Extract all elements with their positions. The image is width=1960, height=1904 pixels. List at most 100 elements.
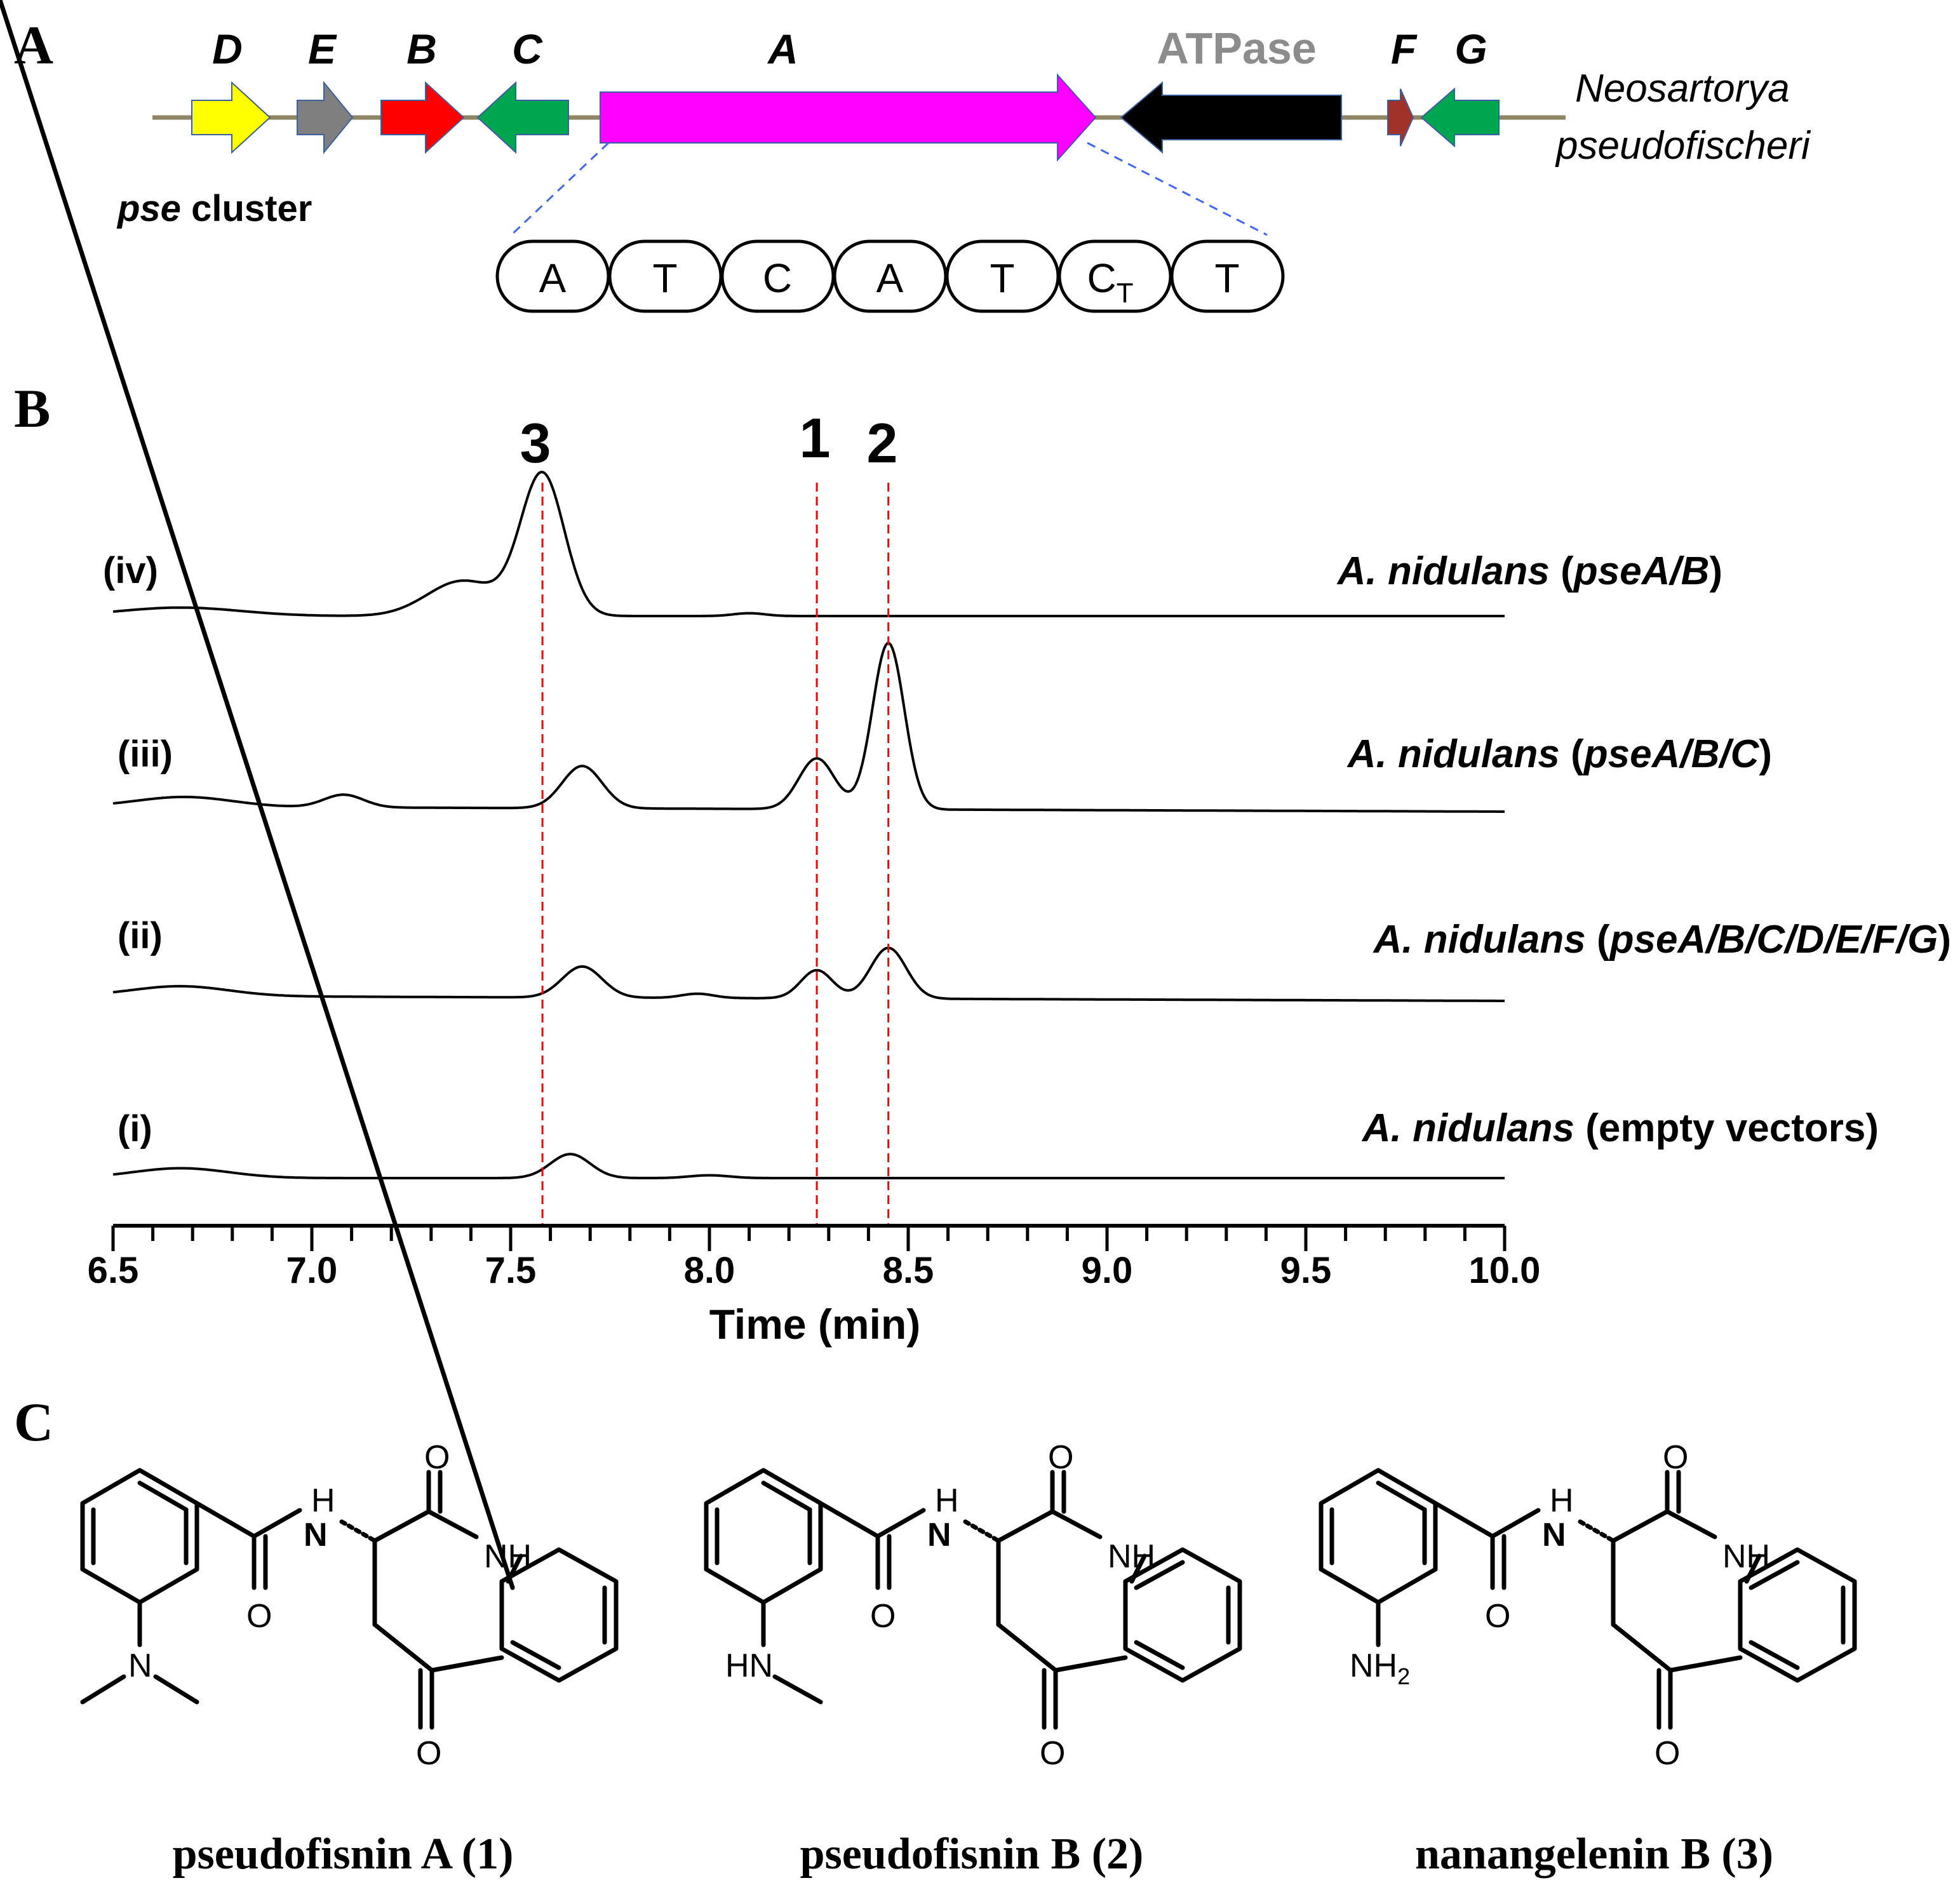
gene-g-arrow	[1420, 87, 1500, 148]
gene-label-c: C	[512, 25, 543, 72]
strain-close: )	[1759, 732, 1772, 776]
gene-e-arrow	[297, 81, 354, 154]
gene-label-g: G	[1454, 25, 1487, 72]
strain-open: (	[1560, 732, 1584, 776]
bond	[1053, 1655, 1128, 1673]
benzene-ring	[1319, 1468, 1438, 1605]
strain-open: (	[1550, 549, 1574, 593]
atom-oxygen: O	[870, 1598, 896, 1635]
bond	[1490, 1508, 1541, 1539]
atom-oxygen: O	[1663, 1439, 1688, 1476]
benzene-ring	[80, 1468, 199, 1605]
chromatogram-trace	[112, 641, 1505, 813]
domain-label: A	[876, 255, 904, 301]
atom-nh2: NH2	[1350, 1647, 1410, 1689]
structure-pseudofisnin-a-atoms: O H N NH O N O	[128, 1439, 532, 1772]
x-tick-label: 7.0	[286, 1250, 338, 1291]
atom-nh: NH	[1108, 1538, 1155, 1575]
bond	[372, 1622, 434, 1673]
atom-hydrogen: H	[935, 1482, 959, 1519]
domain-label: T	[1214, 255, 1239, 301]
atom-oxygen: O	[246, 1598, 272, 1635]
atom-nh2-main: NH	[1350, 1647, 1397, 1684]
chromatogram	[111, 471, 1507, 1251]
trace-label-i: (i)	[117, 1108, 152, 1150]
cluster-label: pse cluster	[116, 188, 312, 229]
strain-name: A. nidulans	[1361, 1106, 1574, 1150]
bond	[252, 1508, 302, 1539]
chromatogram-trace	[112, 1153, 1505, 1179]
methyl-bond	[153, 1674, 199, 1705]
structure-pseudofisnin-a	[0, 0, 619, 1730]
gene-b-arrow	[380, 81, 465, 154]
strain-open: (	[1586, 918, 1610, 962]
structure-nanangelenin-b-atoms: O H N NH O NH2 O	[1350, 1439, 1770, 1772]
x-axis-title: Time (min)	[709, 1301, 920, 1348]
zoom-guide-left	[510, 142, 610, 236]
atom-nitrogen: N	[128, 1647, 152, 1684]
structure-pseudofisnin-b-atoms: O H N NH O HN O	[725, 1439, 1155, 1772]
bond	[996, 1509, 1055, 1543]
cluster-label-italic: pse	[116, 188, 181, 229]
atom-nitrogen: N	[1542, 1517, 1566, 1553]
aromatic-bond	[1749, 1640, 1800, 1670]
strain-close: )	[1938, 918, 1951, 962]
bond	[194, 1501, 257, 1539]
bond	[1665, 1509, 1717, 1539]
compound-name-3: nanangelenin B (3)	[1415, 1830, 1773, 1879]
panel-label-c: C	[14, 1391, 53, 1452]
trace-strain-i: A. nidulans (empty vectors)	[1361, 1106, 1879, 1150]
benzene-ring	[1738, 1547, 1857, 1683]
compound-name-1: pseudofisnin A (1)	[173, 1830, 514, 1879]
methyl-bond	[772, 1674, 823, 1705]
peak-label-1: 1	[800, 406, 831, 469]
trace-strain-iv: A. nidulans (pseA/B)	[1336, 549, 1722, 593]
gene-label-d: D	[212, 25, 243, 72]
strain-genotype: pseA/B/C	[1583, 732, 1760, 776]
aromatic-bond	[510, 1640, 561, 1670]
strain-name: A. nidulans	[1336, 549, 1550, 593]
atom-hydrogen: H	[1550, 1482, 1574, 1519]
benzene-ring	[704, 1468, 823, 1605]
chromatogram-trace	[112, 946, 1505, 1002]
atom-oxygen: O	[1040, 1735, 1065, 1772]
strain-genotype: pseA/B	[1573, 549, 1710, 593]
gene-c-arrow	[476, 81, 569, 154]
panel-a: A D E B C A ATPase F G Neosartorya pseud…	[14, 15, 1811, 313]
x-tick-label: 9.0	[1082, 1250, 1133, 1291]
atom-nh: NH	[484, 1538, 532, 1575]
zoom-guide-right	[1087, 142, 1268, 236]
trace-strain-iii: A. nidulans (pseA/B/C)	[1346, 732, 1772, 776]
peak-label-2: 2	[867, 412, 898, 474]
hashed-wedge-bond	[339, 1519, 377, 1543]
domain-label-subscript: T	[1117, 278, 1134, 309]
gene-label-e: E	[308, 25, 337, 72]
bond	[1668, 1655, 1743, 1673]
bond	[1433, 1501, 1495, 1539]
gene-atpase-arrow	[1120, 81, 1342, 154]
bond	[1050, 1509, 1103, 1539]
x-tick-label: 8.5	[883, 1250, 934, 1291]
domain-label: C	[763, 255, 792, 301]
gene-f-arrow	[1387, 88, 1414, 147]
atom-nitrogen: N	[304, 1517, 328, 1553]
benzene-ring	[1123, 1547, 1242, 1683]
bond	[1611, 1509, 1670, 1543]
aromatic-bond	[1134, 1560, 1185, 1590]
atom-nh2-subscript: 2	[1397, 1663, 1410, 1689]
benzene-ring	[499, 1547, 619, 1683]
aromatic-bond	[0, 0, 515, 1590]
compound-name-2: pseudofisnin B (2)	[800, 1830, 1144, 1879]
atom-oxygen: O	[1485, 1598, 1510, 1635]
trace-label-iv: (iv)	[103, 550, 158, 591]
gene-label-a: A	[767, 25, 798, 72]
strain-open: (	[1574, 1106, 1599, 1150]
peak-label-3: 3	[520, 412, 551, 474]
domain-label: T	[990, 255, 1014, 301]
strain-close: )	[1865, 1106, 1879, 1150]
gene-label-f: F	[1391, 25, 1418, 72]
organism-name-line-2: pseudofischeri	[1555, 124, 1811, 168]
x-tick-label: 10.0	[1469, 1250, 1541, 1291]
aromatic-bond	[1749, 1560, 1800, 1590]
